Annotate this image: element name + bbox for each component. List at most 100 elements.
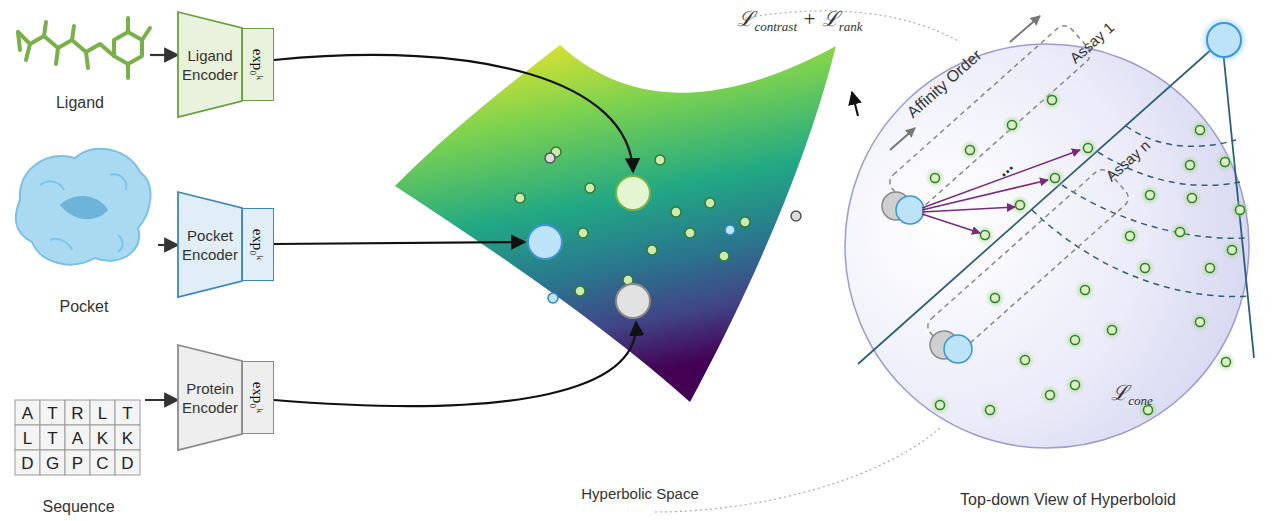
order-arrow [890,128,915,150]
embedding-dot [719,251,729,261]
exp-map-box: exp₀ᵏ [242,28,274,101]
protein-anchor [1207,23,1241,57]
ligand-dot [1222,240,1242,260]
dot-core [1108,326,1117,335]
ligand-dot [975,225,995,245]
ligand-dot [1190,120,1210,140]
encoder-block: Ligand Encoder exp₀ᵏ [178,12,274,117]
loss-symbol: ℒ [737,7,754,31]
sequence-letter: C [96,455,108,472]
ligand-dot [1170,222,1190,242]
grid-cell [65,450,90,475]
dot-glow [1065,330,1085,350]
dot-core [1141,264,1150,273]
ligand-dot [1075,280,1095,300]
ligand-dot [1102,320,1122,340]
ligand-dot [1042,90,1062,110]
embedding-dot [578,228,588,238]
text-run: exp₀ᵏ [251,382,267,414]
sequence-letter: A [22,405,33,422]
dot-core [1146,191,1155,200]
drawing-part [114,32,142,64]
text-run: exp₀ᵏ [251,49,267,81]
dot-core [1228,246,1237,255]
annotation-label: ... [993,156,1016,179]
embedding-dot [575,286,585,296]
sequence-letter: L [98,405,107,422]
ligand-dot [1015,350,1035,370]
dot-glow [1042,90,1062,110]
hyperbolic-surface [395,45,836,402]
drawing-part [922,214,980,233]
grid-cell [115,400,140,425]
annotation-label: Hyperbolic Space [581,486,699,501]
ligand-dot [1180,155,1200,175]
protein-point [616,284,650,318]
embed-arrow [274,55,633,172]
text-run: + [797,7,822,31]
loss-subscript: contrast [754,19,797,34]
dot-glow [1010,195,1030,215]
input-label: Pocket [60,298,109,316]
ligand-dot [1065,330,1085,350]
ligand-dot [1216,352,1236,372]
ligand-dot [1065,375,1085,395]
input-arrow [158,244,178,246]
loss-symbol: ℒ [1111,381,1128,405]
text-run: C [96,454,108,473]
encoder-label: Protein Encoder [178,379,242,417]
text-run: A [72,429,83,448]
ligand-dot [1002,115,1022,135]
text-run: Top-down View of Hyperboloid [960,491,1176,508]
grid-cell [40,400,65,425]
ligand-dot [1010,195,1030,215]
text-run: Assay n [1102,136,1153,184]
text-run: T [47,429,57,448]
text-run: R [71,404,83,423]
text-run: L [98,404,107,423]
dot-core [1222,358,1231,367]
protein-glow [1200,16,1248,64]
text-run: ... [993,156,1018,181]
text-run: Protein Encoder [182,380,238,416]
sequence-letter: G [46,455,59,472]
sequence-letter: K [122,430,133,447]
ligand-dot [1120,226,1140,246]
exp-map-label: exp₀ᵏ [250,229,267,261]
dot-glow [1040,385,1060,405]
dot-core [1048,96,1057,105]
embedding-dot [647,245,657,255]
text-run: Ligand Encoder [182,47,238,83]
sequence-letter: T [122,405,132,422]
text-run: Pocket [60,298,109,315]
dot-core [1126,232,1135,241]
pocket-cavity [60,196,108,219]
sequence-letter: T [47,430,57,447]
text-run: D [121,454,133,473]
embed-arrow [274,322,636,406]
dot-glow [1190,120,1210,140]
dot-core [936,401,945,410]
drawing-part [925,90,1250,420]
dot-glow [1222,240,1242,260]
embedding-dot [740,217,750,227]
dot-core [1206,264,1215,273]
text-run: Sequence [42,498,114,515]
dot-core [1021,356,1030,365]
input-panel: Pocket [10,150,158,316]
embedding-dot [515,193,525,203]
dot-core [1186,161,1195,170]
embedding-dot [548,293,558,303]
exp-map-label: exp₀ᵏ [250,49,267,81]
dot-core [1236,206,1245,215]
dot-glow [1045,168,1065,188]
grid-cell [15,450,40,475]
dot-glow [1140,185,1160,205]
sequence-letter: D [21,455,33,472]
sequence-letter: P [72,455,83,472]
dot-core [1071,381,1080,390]
text-run: Hyperbolic Space [581,485,699,502]
text-run: P [72,454,83,473]
encoder-text-area: Protein Encoder [178,345,242,450]
dot-glow [1215,152,1235,172]
